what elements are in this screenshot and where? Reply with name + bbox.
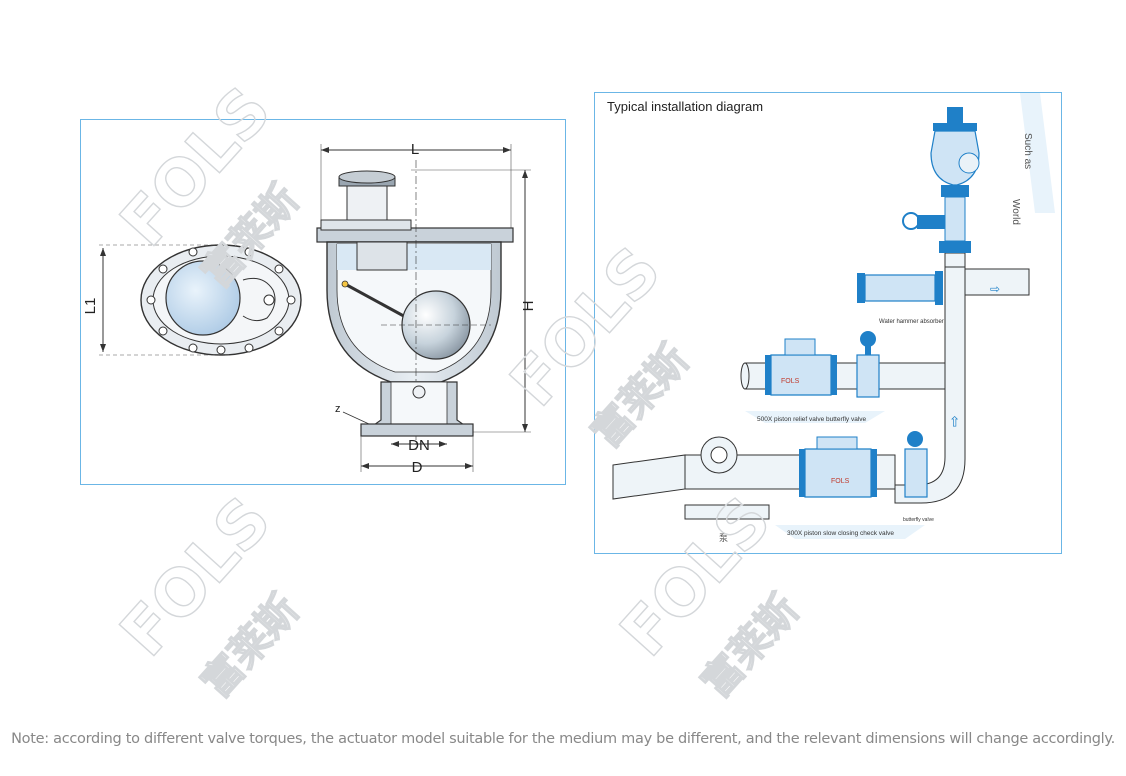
- air-valve-dimension-drawing: L1 L H: [82, 141, 537, 476]
- dim-z-label: z: [335, 403, 341, 415]
- water-hammer-absorber-label: Water hammer absorber: [879, 319, 944, 325]
- watermark-cn-4: 富莱斯: [693, 587, 807, 707]
- installation-diagram: Typical installation diagram Such as Wor…: [607, 93, 1055, 543]
- air-valve-icon: [902, 107, 980, 253]
- such-as-label: Such as: [1022, 133, 1033, 169]
- butterfly-valve-label: butterfly valve: [903, 517, 934, 523]
- watermark-cn-3: 富莱斯: [193, 587, 307, 707]
- relief-valve-label: 500X piston relief valve butterfly valve: [757, 416, 866, 423]
- dim-l-label: L: [411, 141, 419, 158]
- check-valve-icon: [799, 436, 877, 498]
- svg-text:⇨: ⇨: [946, 415, 962, 427]
- section-view: L H: [316, 141, 537, 476]
- dim-l1-label: L1: [82, 298, 99, 315]
- svg-text:⇨: ⇨: [990, 282, 1000, 296]
- world-label: World: [1010, 199, 1021, 225]
- installation-diagram-panel: Typical installation diagram Such as Wor…: [594, 92, 1062, 554]
- dim-dn-label: DN: [408, 437, 430, 454]
- top-view: L1: [82, 244, 302, 356]
- fols-mark-lower: FOLS: [831, 478, 850, 485]
- dim-d-label: D: [412, 459, 423, 476]
- watermark-brand-3: FOLS: [107, 484, 286, 671]
- water-hammer-absorber-icon: [857, 271, 943, 305]
- butterfly-valve-icon: [904, 431, 928, 498]
- dim-h-label: H: [520, 301, 537, 312]
- fols-mark-upper: FOLS: [781, 378, 800, 385]
- pump-label: 泵: [719, 533, 728, 543]
- check-valve-label: 300X piston slow closing check valve: [787, 530, 894, 537]
- footnote: Note: according to different valve torqu…: [11, 731, 1115, 747]
- pump-icon: [684, 436, 770, 520]
- relief-valve-icon: [765, 331, 880, 398]
- installation-diagram-title: Typical installation diagram: [607, 99, 763, 114]
- dimension-drawing-panel: L1 L H: [80, 119, 566, 485]
